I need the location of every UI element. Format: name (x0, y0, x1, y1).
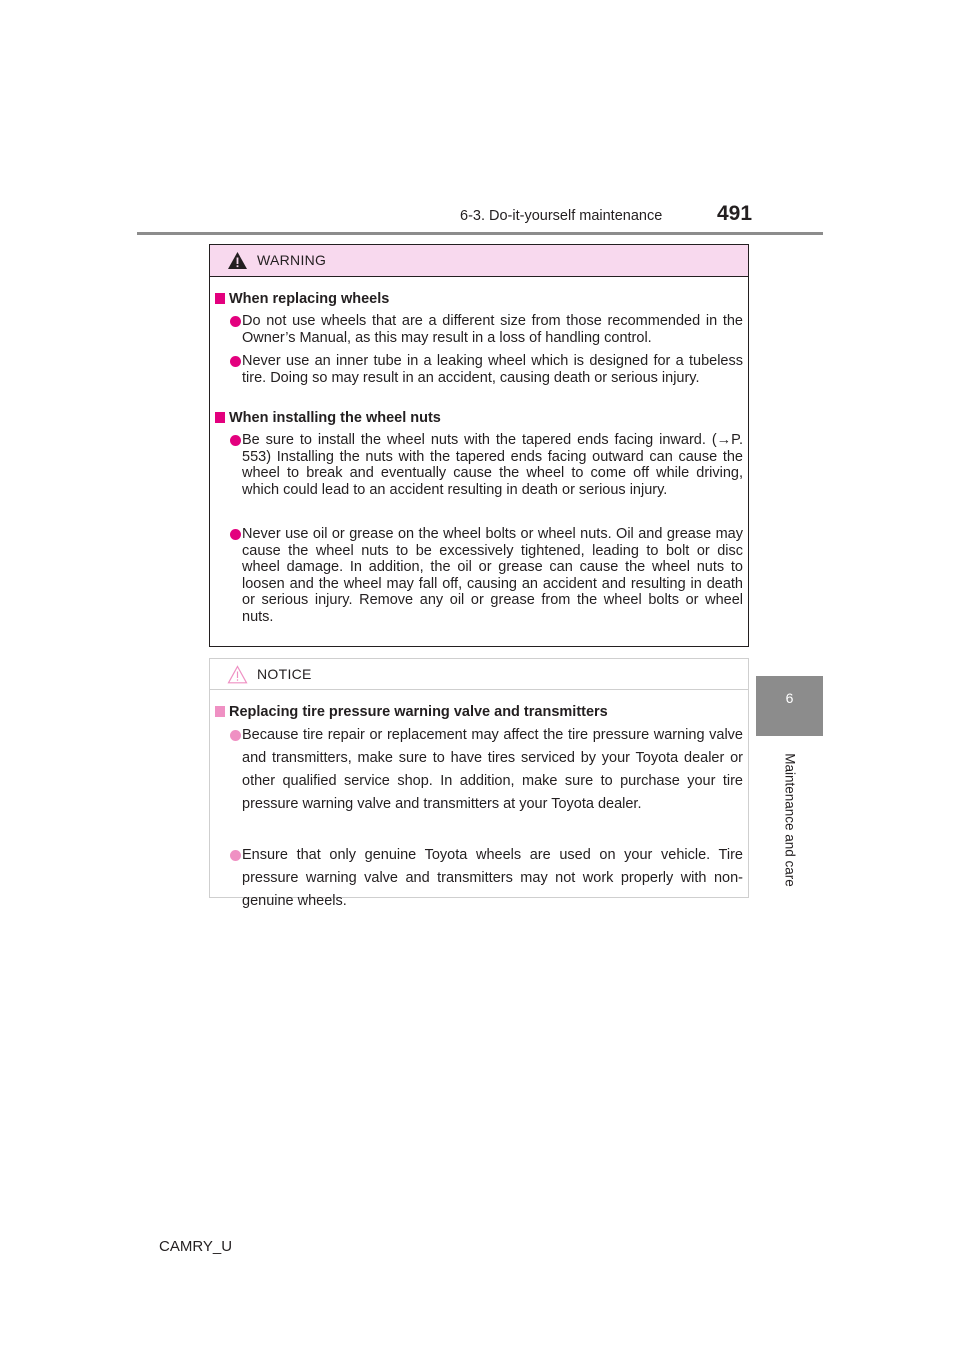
chapter-tab: 6 (756, 676, 823, 736)
circle-bullet-icon (230, 730, 241, 741)
circle-bullet-icon (230, 850, 241, 861)
square-bullet-icon (215, 293, 225, 304)
running-header-section: 6-3. Do-it-yourself maintenance (460, 208, 663, 224)
chapter-label: Maintenance and care (782, 753, 798, 887)
chapter-number: 6 (785, 690, 794, 706)
notice-box: NOTICE Replacing tire pressure warning v… (209, 658, 749, 909)
warning-triangle-icon (228, 252, 247, 269)
circle-bullet-icon (230, 435, 241, 446)
header-rule (137, 232, 823, 235)
square-bullet-icon (215, 706, 225, 717)
circle-bullet-icon (230, 356, 241, 367)
caution-triangle-icon (227, 665, 248, 684)
circle-bullet-icon (230, 529, 241, 540)
page-number: 491 (717, 202, 753, 225)
notice-label: NOTICE (257, 666, 312, 682)
notice-header: NOTICE (210, 659, 748, 690)
circle-bullet-icon (230, 316, 241, 327)
warning-header: WARNING (210, 245, 748, 277)
warning-label: WARNING (257, 252, 327, 268)
warning-body: When replacing wheels Do not use wheels … (210, 277, 748, 642)
footer-document-code: CAMRY_U (159, 1238, 233, 1255)
notice-body: Replacing tire pressure warning valve an… (210, 690, 748, 909)
warning-box: WARNING When replacing wheels Do not use… (209, 244, 749, 647)
square-bullet-icon (215, 412, 225, 423)
